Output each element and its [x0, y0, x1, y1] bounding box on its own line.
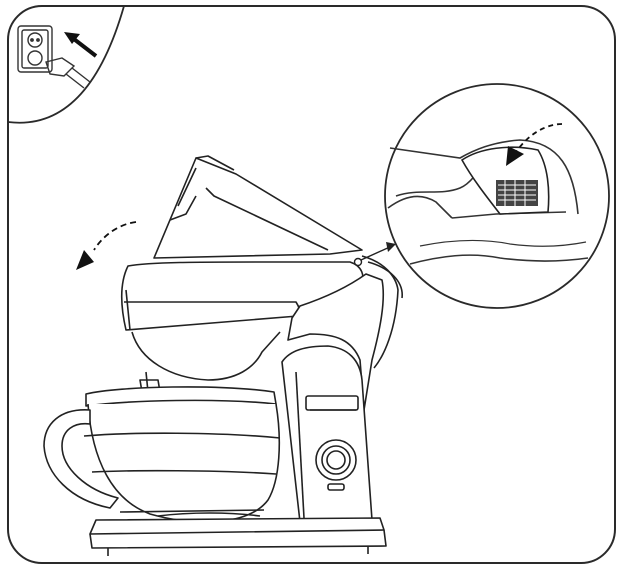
unplug-inset [7, 5, 125, 124]
mixer-arm [287, 255, 403, 411]
mixer-base [89, 512, 387, 556]
tilt-head-arrow-icon [76, 221, 137, 270]
mixer-head-raised [153, 155, 363, 259]
wall-socket-icon [17, 25, 53, 73]
unplug-inset-border [7, 5, 125, 124]
control-knob-outer [315, 439, 357, 481]
stand-mixer-icon [43, 155, 403, 556]
release-lever-zoom-inset [384, 83, 610, 309]
mixer-body [281, 345, 373, 523]
mixing-bowl [43, 386, 281, 523]
arrow-pull-icon [64, 32, 98, 58]
rotate-lever-arrow-icon [506, 123, 563, 166]
control-knob [321, 445, 351, 475]
figure-frame [7, 5, 616, 564]
release-lever-icon [460, 146, 550, 215]
power-plug-icon [45, 57, 91, 89]
